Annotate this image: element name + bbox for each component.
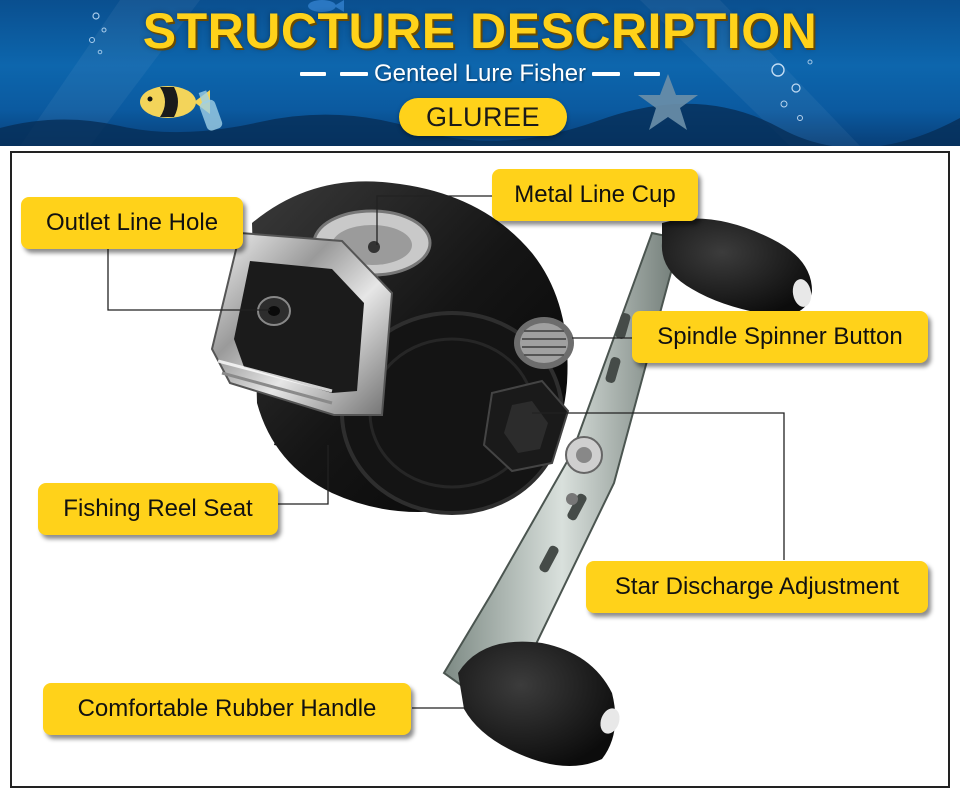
callout-lines bbox=[107, 195, 785, 709]
underwater-decoration bbox=[0, 0, 960, 146]
lower-handle-knob bbox=[458, 641, 620, 766]
chrome-front-frame bbox=[210, 231, 394, 416]
small-fish-icon bbox=[308, 0, 344, 12]
baitcasting-reel-illustration bbox=[107, 181, 812, 766]
spindle-spinner-knob bbox=[514, 317, 574, 369]
subtitle-dash bbox=[592, 72, 621, 76]
upper-handle-knob bbox=[661, 218, 812, 316]
brand-name: GLUREE bbox=[425, 101, 541, 132]
subtitle-row: Genteel Lure Fisher bbox=[0, 59, 960, 89]
brand-badge: GLUREE bbox=[399, 98, 567, 136]
page-title: STRUCTURE DESCRIPTION bbox=[142, 3, 818, 59]
subtitle-dash bbox=[299, 72, 326, 76]
product-frame: Metal Line Cup Outlet Line Hole Spindle … bbox=[10, 151, 950, 788]
header-banner: STRUCTURE DESCRIPTION Genteel Lure Fishe… bbox=[0, 0, 960, 146]
outlet-line-hole-shape bbox=[257, 296, 291, 326]
fish-icon bbox=[140, 86, 210, 118]
star-drag-shape bbox=[482, 379, 570, 473]
label-comfortable-rubber-handle: Comfortable Rubber Handle bbox=[43, 683, 411, 735]
label-fishing-reel-seat: Fishing Reel Seat bbox=[38, 483, 278, 535]
subtitle-dash bbox=[634, 72, 661, 76]
subtitle-dash bbox=[339, 72, 368, 76]
label-star-discharge-adjustment: Star Discharge Adjustment bbox=[586, 561, 928, 613]
label-spindle-spinner-button: Spindle Spinner Button bbox=[632, 311, 928, 363]
label-outlet-line-hole: Outlet Line Hole bbox=[21, 197, 243, 249]
starfish-icon bbox=[638, 74, 698, 130]
label-metal-line-cup: Metal Line Cup bbox=[492, 169, 698, 221]
handle-arm bbox=[442, 231, 682, 695]
bottle-icon bbox=[198, 90, 223, 131]
subtitle: Genteel Lure Fisher bbox=[373, 60, 587, 87]
